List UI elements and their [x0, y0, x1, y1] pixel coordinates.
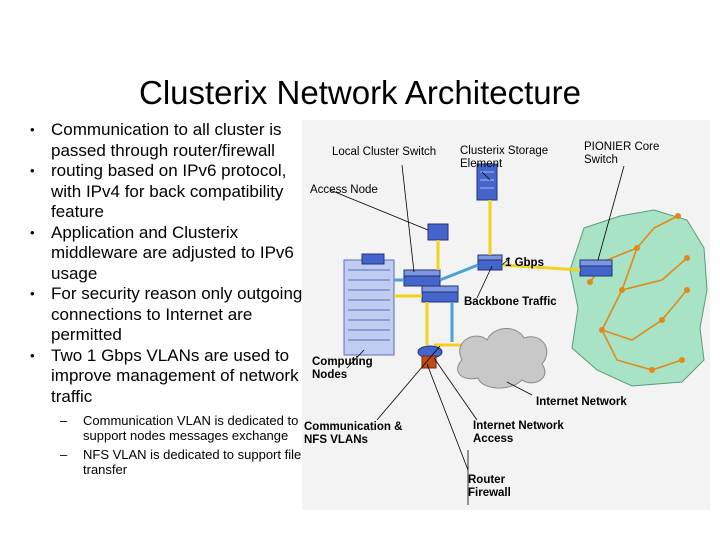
server-rack-icon [427, 223, 449, 241]
pionier-label: PIONIER Core Switch [584, 141, 660, 166]
diagram-graphics [329, 163, 708, 505]
backbone-links [394, 200, 581, 347]
callout-lines [329, 164, 625, 505]
bullet-item: routing based on IPv6 protocol, with IPv… [30, 161, 310, 223]
sub-bullet-item: NFS VLAN is dedicated to support file tr… [60, 447, 305, 477]
computing-label: Computing Nodes [312, 356, 373, 381]
slide-title: Clusterix Network Architecture [139, 74, 581, 111]
access-node-label: Access Node [310, 184, 378, 196]
network-switch-icon [477, 254, 503, 271]
poland-map-icon [569, 209, 708, 387]
local-switch-label: Local Cluster Switch [332, 146, 437, 158]
internet-label: Internet Network [536, 396, 627, 408]
server-rack-icon [476, 163, 498, 201]
sub-bullet-list: Communication VLAN is dedicated to suppo… [60, 413, 305, 481]
cloud-icon [457, 328, 548, 389]
bullet-item: Two 1 Gbps VLANs are used to improve man… [30, 346, 310, 408]
sub-bullet-item: Communication VLAN is dedicated to suppo… [60, 413, 305, 443]
pionier-nodes [587, 213, 690, 373]
network-diagram: Local Cluster Switch Access Node Cluster… [302, 120, 710, 510]
network-switch-icon [403, 269, 441, 287]
server-rack-icon [343, 253, 395, 356]
backbone-label: Backbone Traffic [464, 296, 557, 308]
bullet-list: Communication to all cluster is passed t… [30, 120, 310, 407]
router-icon [417, 345, 443, 369]
storage-label: Clusterix Storage Element [460, 145, 549, 170]
network-switch-icon [421, 285, 459, 303]
bullet-item: Application and Clusterix middleware are… [30, 223, 310, 285]
bullet-item: For security reason only outgoing connec… [30, 284, 310, 346]
vlans-label: Communication & NFS VLANs [304, 421, 403, 446]
internet-access-label: Internet Network Access [473, 420, 564, 445]
network-switch-icon [579, 259, 613, 277]
gbps-label: 1 Gbps [505, 257, 544, 269]
router-label: Router Firewall [468, 474, 511, 499]
bullet-item: Communication to all cluster is passed t… [30, 120, 310, 161]
